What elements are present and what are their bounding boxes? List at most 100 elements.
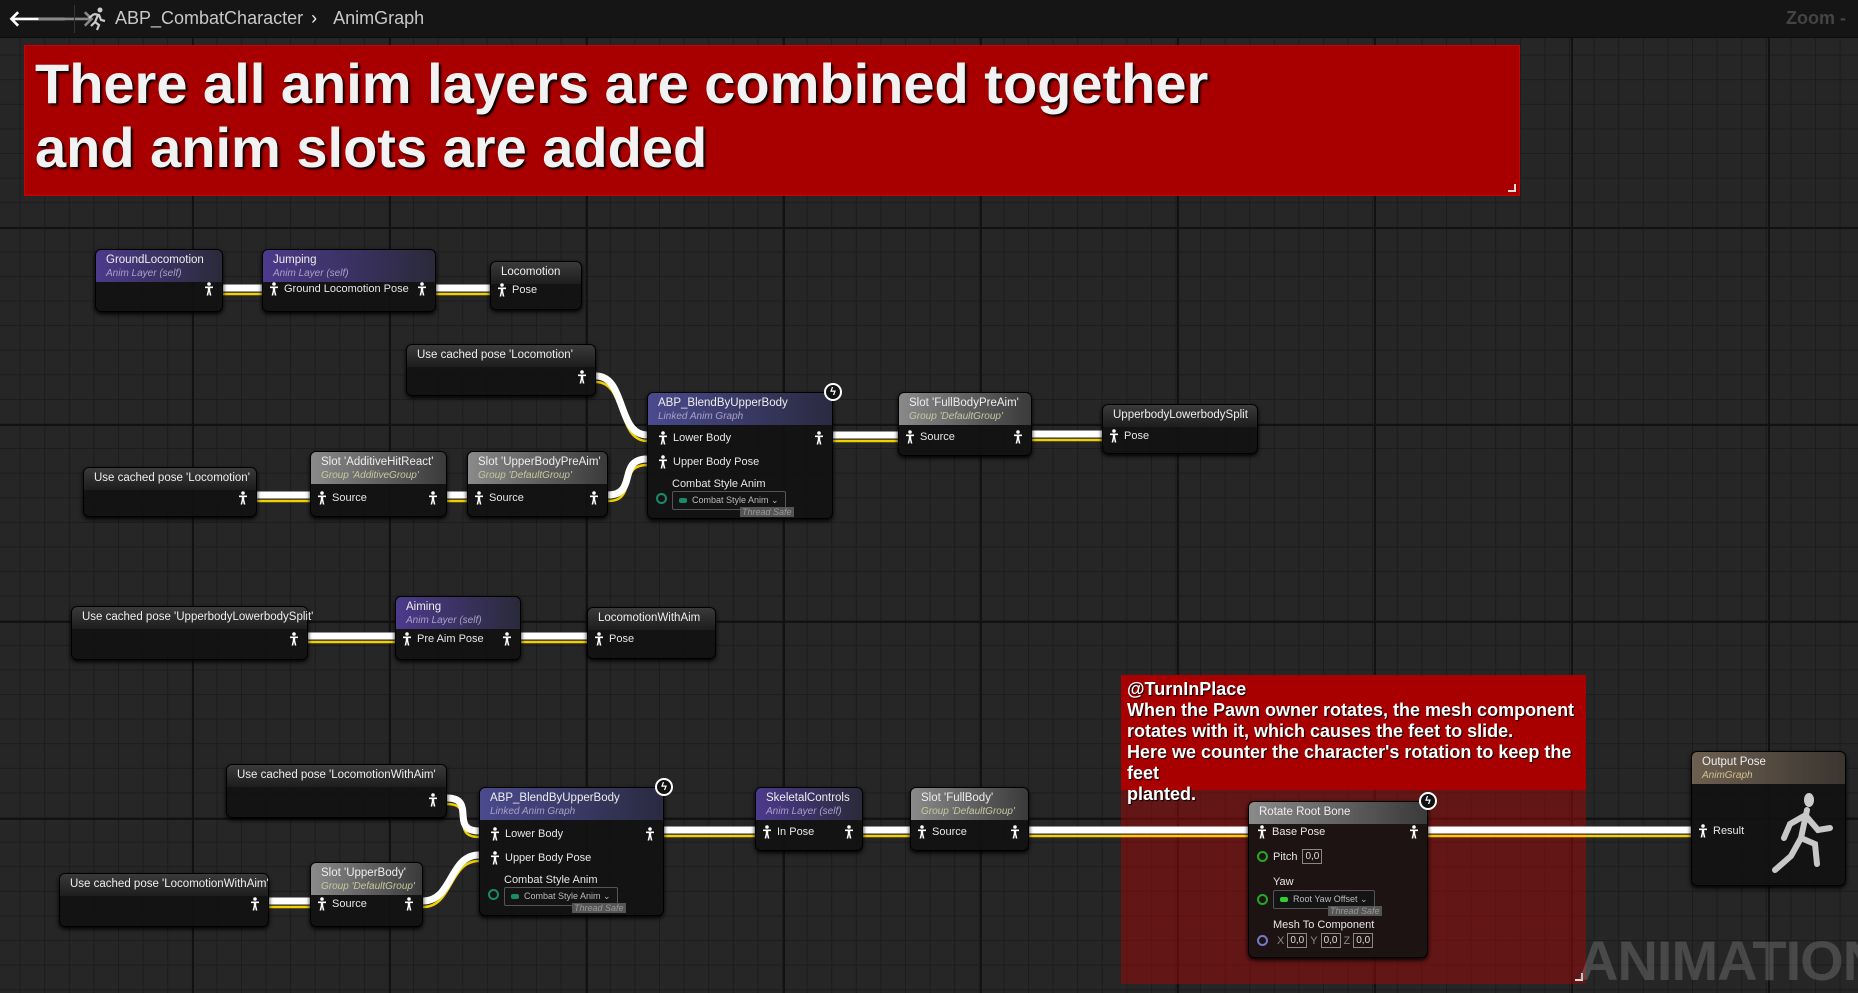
node-subtitle: Linked Anim Graph	[490, 806, 576, 817]
pose-output-pin-icon[interactable]	[404, 897, 414, 914]
pose-pin-icon	[658, 455, 668, 469]
yaw-dropdown[interactable]: Root Yaw Offset ⌄	[1273, 890, 1375, 909]
input-pin[interactable]: Source	[917, 825, 967, 839]
node-title: ABP_BlendByUpperBody	[490, 792, 620, 804]
object-pin-icon[interactable]	[488, 889, 499, 900]
input-pin[interactable]: Pose	[1109, 429, 1149, 443]
y-input[interactable]: 0,0	[1320, 933, 1341, 948]
pose-output-pin-icon[interactable]	[238, 491, 248, 508]
object-pin-icon[interactable]	[656, 493, 667, 504]
pose-output-pin-icon[interactable]	[645, 827, 655, 844]
pose-pin-icon	[1109, 429, 1119, 443]
pose-output-pin-icon[interactable]	[428, 491, 438, 508]
breadcrumb-graph[interactable]: AnimGraph	[333, 8, 425, 28]
node-slot-upper-body-pre-aim[interactable]: Slot 'UpperBodyPreAim'Group 'DefaultGrou…	[467, 451, 608, 517]
node-title: Locomotion	[501, 266, 561, 278]
thread-safe-badge: Thread Safe	[572, 903, 626, 913]
pose-output-pin-icon[interactable]	[289, 632, 299, 649]
node-locomotion-with-aim[interactable]: LocomotionWithAim Pose	[587, 607, 716, 659]
dropdown-value: Combat Style Anim	[692, 495, 769, 505]
rotator-pin-icon[interactable]	[1257, 935, 1268, 946]
node-title: UpperbodyLowerbodySplit	[1113, 409, 1248, 421]
pose-output-pin-icon[interactable]	[814, 431, 824, 448]
node-upperbody-lowerbody-split[interactable]: UpperbodyLowerbodySplit Pose	[1102, 404, 1258, 454]
pose-output-pin-icon[interactable]	[417, 282, 427, 299]
resize-handle[interactable]	[1508, 184, 1516, 192]
input-pin[interactable]: Pose	[497, 283, 537, 297]
input-pin[interactable]: Source	[317, 491, 367, 505]
pose-output-pin-icon[interactable]	[844, 825, 854, 842]
input-pin-lower-body[interactable]: Lower Body	[490, 827, 563, 841]
pin-label: Ground Locomotion Pose	[284, 283, 409, 295]
comment-line: and anim slots are added	[35, 116, 708, 179]
node-slot-additive-hit-react[interactable]: Slot 'AdditiveHitReact'Group 'AdditiveGr…	[310, 451, 447, 517]
input-pin[interactable]: Ground Locomotion Pose	[269, 282, 409, 296]
combat-style-anim-dropdown[interactable]: Combat Style Anim ⌄	[504, 887, 618, 906]
node-title: Use cached pose 'LocomotionWithAim'	[70, 878, 269, 890]
node-slot-full-body[interactable]: Slot 'FullBody'Group 'DefaultGroup' Sour…	[910, 787, 1029, 851]
node-cached-pose-locomotion[interactable]: Use cached pose 'Locomotion'	[406, 344, 596, 396]
pose-output-pin-icon[interactable]	[250, 897, 260, 914]
node-cached-pose-locomotion[interactable]: Use cached pose 'Locomotion'	[83, 467, 257, 517]
pose-output-pin-icon[interactable]	[428, 793, 438, 810]
comment-main[interactable]: There all anim layers are combined toget…	[24, 45, 1520, 196]
input-pin-result[interactable]: Result	[1698, 824, 1744, 838]
pose-output-pin-icon[interactable]	[1010, 825, 1020, 842]
pose-output-pin-icon[interactable]	[502, 632, 512, 649]
pin-label: Pose	[1124, 430, 1150, 442]
node-cached-pose-lwa[interactable]: Use cached pose 'LocomotionWithAim'	[59, 873, 269, 927]
input-pin-lower-body[interactable]: Lower Body	[658, 431, 731, 445]
pose-wire	[607, 455, 648, 499]
pose-output-pin-icon[interactable]	[1013, 430, 1023, 447]
lightning-icon: ϟ	[655, 778, 673, 796]
z-input[interactable]: 0,0	[1353, 933, 1374, 948]
input-pin-upper-body-pose[interactable]: Upper Body Pose	[658, 455, 759, 469]
node-title: Jumping	[273, 254, 317, 266]
x-input[interactable]: 0,0	[1287, 933, 1308, 948]
node-slot-upper-body[interactable]: Slot 'UpperBody'Group 'DefaultGroup' Sou…	[310, 862, 423, 927]
input-pin[interactable]: Pre Aim Pose	[402, 632, 484, 646]
float-pin-icon[interactable]	[1257, 851, 1268, 862]
pose-pin-icon	[317, 897, 327, 911]
pose-output-pin-icon[interactable]	[577, 370, 587, 387]
pin-label: Yaw	[1273, 876, 1294, 888]
float-pin-icon[interactable]	[1257, 894, 1268, 905]
input-pin[interactable]: Source	[905, 430, 955, 444]
node-locomotion[interactable]: Locomotion Pose	[490, 261, 582, 310]
input-pin-base-pose[interactable]: Base Pose	[1257, 825, 1325, 839]
pose-output-pin-icon[interactable]	[204, 282, 214, 299]
node-slot-full-body-pre-aim[interactable]: Slot 'FullBodyPreAim'Group 'DefaultGroup…	[898, 392, 1032, 456]
node-title: GroundLocomotion	[106, 254, 204, 266]
node-title: Use cached pose 'Locomotion'	[417, 349, 573, 361]
input-pin-upper-body-pose[interactable]: Upper Body Pose	[490, 851, 591, 865]
pin-label: Source	[489, 492, 524, 504]
resize-handle[interactable]	[1575, 973, 1583, 981]
pin-label: Lower Body	[673, 432, 732, 444]
input-pin[interactable]: Source	[474, 491, 524, 505]
node-subtitle: Anim Layer (self)	[766, 806, 842, 817]
node-cached-pose-ul-split[interactable]: Use cached pose 'UpperbodyLowerbodySplit…	[71, 606, 313, 660]
pose-output-pin-icon[interactable]	[589, 491, 599, 508]
combat-style-anim-dropdown[interactable]: Combat Style Anim ⌄	[672, 491, 786, 510]
pitch-input[interactable]: 0,0	[1302, 849, 1323, 864]
input-pin[interactable]: Pose	[594, 632, 634, 646]
node-title: Slot 'FullBodyPreAim'	[909, 397, 1019, 409]
node-cached-pose-lwa[interactable]: Use cached pose 'LocomotionWithAim'	[226, 764, 447, 818]
pose-output-pin-icon[interactable]	[1409, 825, 1419, 842]
variable-icon	[1280, 897, 1288, 903]
breadcrumb-asset[interactable]: ABP_CombatCharacter	[115, 8, 304, 28]
input-pin[interactable]: Source	[317, 897, 367, 911]
node-title: Slot 'UpperBody'	[321, 867, 406, 879]
input-pin[interactable]: In Pose	[762, 825, 814, 839]
node-title: Use cached pose 'LocomotionWithAim'	[237, 769, 436, 781]
